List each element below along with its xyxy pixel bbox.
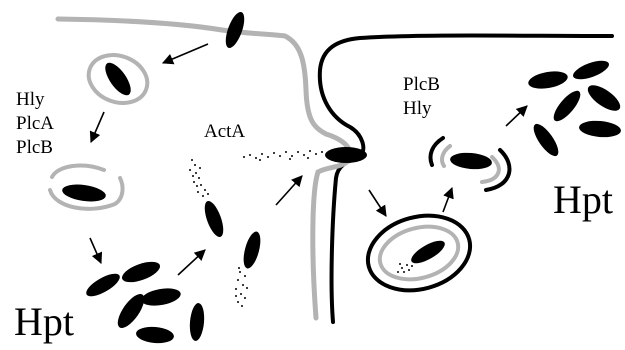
lysing-double-vacuole-left-inner — [442, 146, 450, 166]
acta-label: ActA — [204, 121, 245, 143]
arrow-to-lysis — [91, 112, 104, 142]
actin-tail-2 — [235, 267, 248, 307]
arrow-to-replication-right — [506, 106, 527, 126]
arrow-to-replication — [90, 238, 101, 263]
lysing-vacuole-left-top — [52, 166, 104, 177]
left-factor-label-2: PlcA — [16, 113, 54, 135]
left-factor-label-3: PlcB — [16, 137, 53, 159]
hpt-label-left: Hpt — [14, 300, 74, 344]
hpt-label-right: Hpt — [553, 178, 613, 222]
left-factor-label-1: Hly — [16, 89, 45, 111]
right-factor-label-1: PlcB — [403, 74, 440, 96]
replicating-bacteria-left — [83, 258, 206, 345]
arrow-to-secondary-vacuole — [369, 190, 386, 216]
right-factor-label-2: Hly — [403, 98, 432, 120]
arrow-to-actin-2 — [178, 250, 205, 275]
bacterium-escaping — [61, 182, 107, 204]
replicating-bacteria-right — [527, 57, 624, 160]
bacterium-in-protrusion — [325, 147, 367, 163]
bacterium-in-vacuole — [101, 59, 136, 99]
arrow-to-protrusion — [276, 176, 302, 205]
arrow-to-vacuole-lysis — [443, 188, 452, 212]
bacterium-in-secondary-vacuole — [408, 236, 448, 267]
actin-tail-secondary — [397, 263, 413, 273]
arrow-entry — [163, 44, 208, 63]
bacterium-actin-2 — [240, 230, 263, 270]
bacterium-escaping-secondary — [449, 151, 492, 171]
actin-tail-1 — [189, 159, 209, 197]
actin-tail-protrusion — [243, 150, 323, 161]
bacterium-actin-1 — [201, 199, 227, 239]
